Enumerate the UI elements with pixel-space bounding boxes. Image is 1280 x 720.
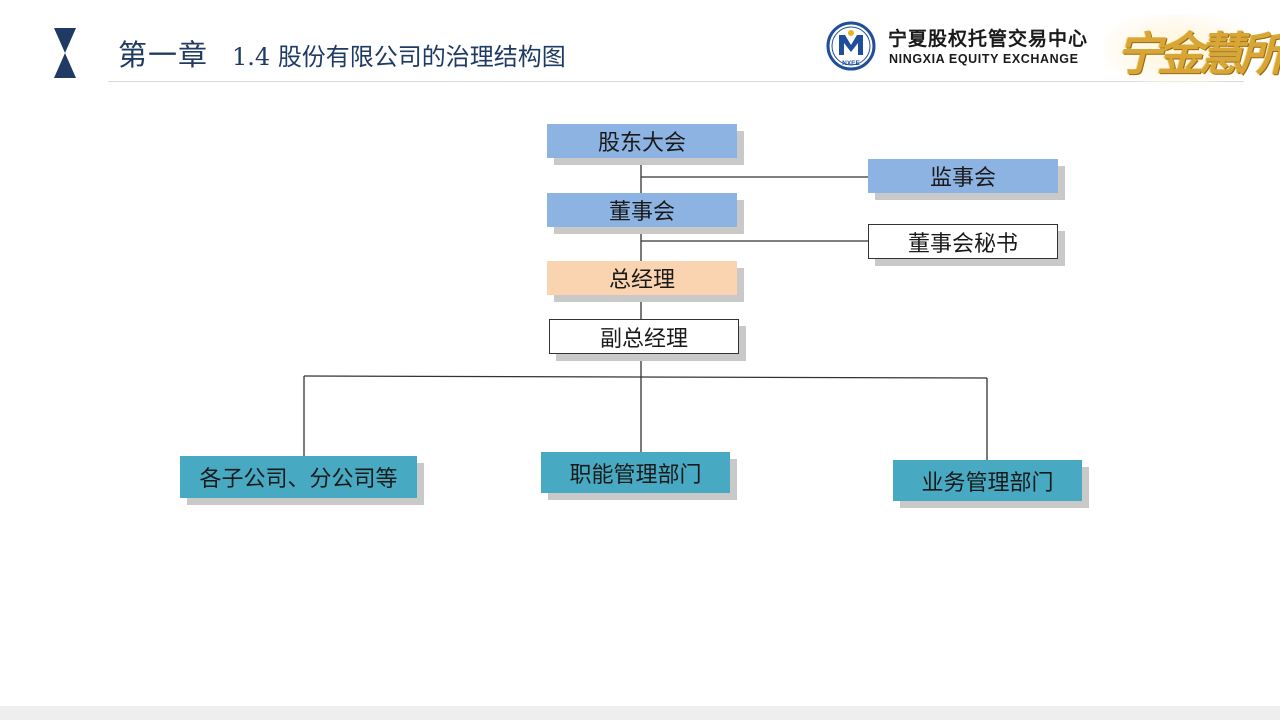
emblem-text: NXEE	[842, 60, 860, 67]
node-shareholders-meeting: 股东大会	[547, 124, 737, 158]
node-supervisory-board: 监事会	[868, 159, 1058, 193]
node-deputy-general-manager: 副总经理	[549, 319, 739, 354]
brand-calligraphy-text: 宁金慧所	[1116, 27, 1280, 81]
page-title: 第一章 1.4 股份有限公司的治理结构图	[118, 32, 566, 76]
chapter-label: 第一章	[118, 38, 209, 72]
logo-name-en: NINGXIA EQUITY EXCHANGE	[889, 52, 1079, 66]
connector-horizontal-bus	[303, 375, 988, 379]
header-divider	[108, 81, 1244, 82]
nxee-emblem-icon: NXEE	[826, 21, 876, 71]
node-functional-departments: 职能管理部门	[541, 452, 730, 493]
footer-bar	[0, 706, 1280, 720]
node-subsidiaries-branches: 各子公司、分公司等	[180, 456, 417, 498]
logo-name-cn: 宁夏股权托管交易中心	[888, 28, 1089, 50]
node-board-of-directors: 董事会	[547, 193, 737, 227]
node-board-secretary: 董事会秘书	[868, 224, 1058, 259]
node-business-departments: 业务管理部门	[893, 460, 1082, 501]
hourglass-icon	[54, 28, 76, 78]
section-title: 1.4 股份有限公司的治理结构图	[232, 43, 566, 71]
node-general-manager: 总经理	[547, 261, 737, 295]
brand-calligraphy-logo	[1104, 14, 1252, 84]
